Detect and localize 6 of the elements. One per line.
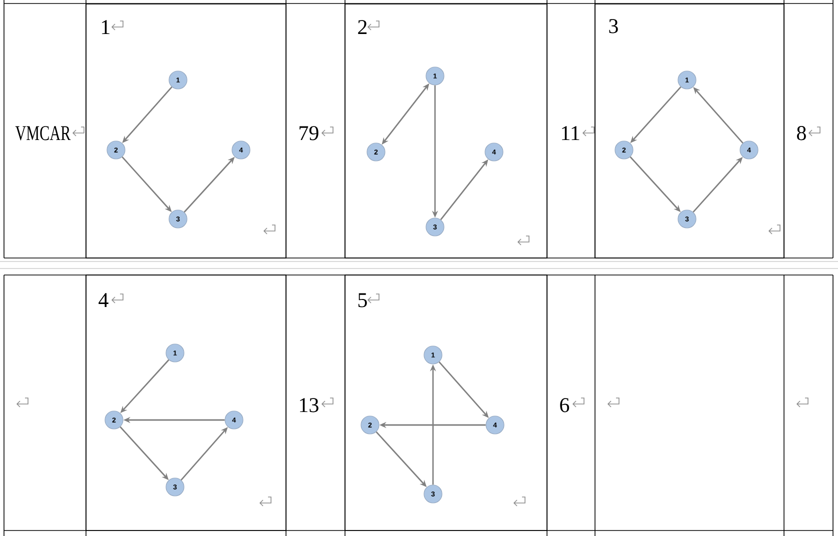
row-label: VMCAR bbox=[15, 126, 71, 140]
count-label: 79 bbox=[300, 126, 318, 140]
count-label: 8 bbox=[797, 126, 806, 140]
count-label: 11 bbox=[562, 126, 580, 140]
count-label: 13 bbox=[300, 398, 318, 412]
count-label: 6 bbox=[560, 398, 570, 412]
